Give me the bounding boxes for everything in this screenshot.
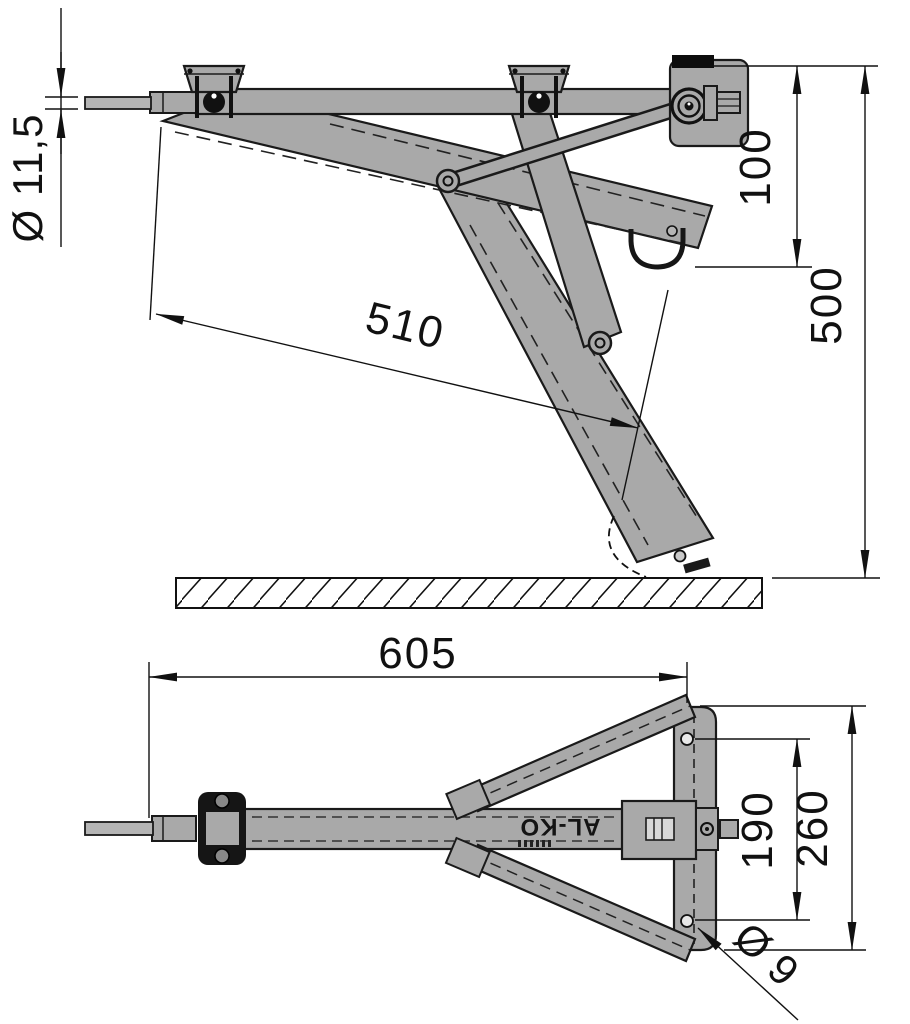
dimension-label-spindle-diameter: Ø 11,5 (4, 114, 51, 243)
pivot-plate (159, 90, 714, 250)
plan-view: AL-KO 605 190 260 (84, 629, 866, 1021)
main-tube-side (194, 87, 694, 116)
spindle-rod-plan (84, 821, 154, 836)
leg-weld-collar (445, 778, 492, 821)
pivot-bolt-icon (203, 91, 225, 113)
dimension-spindle-diameter: Ø 11,5 (4, 8, 78, 247)
spindle-end-bracket (695, 807, 739, 851)
spindle-collar-plan (151, 815, 197, 842)
clamp-block (198, 792, 246, 865)
dimension-overall-width: 260 (700, 705, 866, 951)
pivot-bolt-icon (528, 91, 550, 113)
dimension-label-overall-width: 260 (788, 788, 837, 867)
dimension-hole-spacing: 190 (695, 738, 810, 921)
brand-label: AL-KO (520, 813, 601, 840)
dimension-label-overall-height: 500 (802, 265, 851, 344)
ground-hatch (175, 577, 763, 609)
handle-clip (628, 225, 686, 270)
side-view: Ø 11,5 510 100 500 (4, 8, 880, 609)
mount-bracket-front (182, 64, 246, 118)
foot-plate (608, 515, 711, 578)
outer-box-section (620, 799, 698, 861)
dimension-label-leg-length: 510 (361, 293, 450, 359)
mount-bracket-rear (507, 64, 571, 118)
spindle-rod-side (84, 96, 152, 110)
crank-stub (716, 91, 741, 114)
mount-hole-lower (680, 914, 694, 928)
spindle-collar-side (149, 91, 199, 114)
a-frame-leg-lower (467, 843, 697, 963)
dimension-label-hole-spacing: 190 (733, 790, 782, 869)
dimension-label-hole-diameter: Ø 9 (725, 913, 809, 996)
mount-hole-upper (680, 732, 694, 746)
brand-small-print (518, 840, 551, 847)
a-frame-leg-upper (467, 693, 697, 813)
dimension-overall-height: 500 (772, 65, 880, 579)
housing-cap (672, 55, 714, 68)
knee-pivot (587, 330, 613, 356)
dimension-label-overall-length: 605 (378, 629, 457, 678)
gear-housing (668, 55, 750, 148)
dimension-overall-length: 605 (148, 629, 688, 818)
dimension-clip-height: 100 (695, 65, 878, 268)
leg-weld-collar (444, 836, 491, 879)
dimension-label-clip-height: 100 (731, 127, 780, 206)
